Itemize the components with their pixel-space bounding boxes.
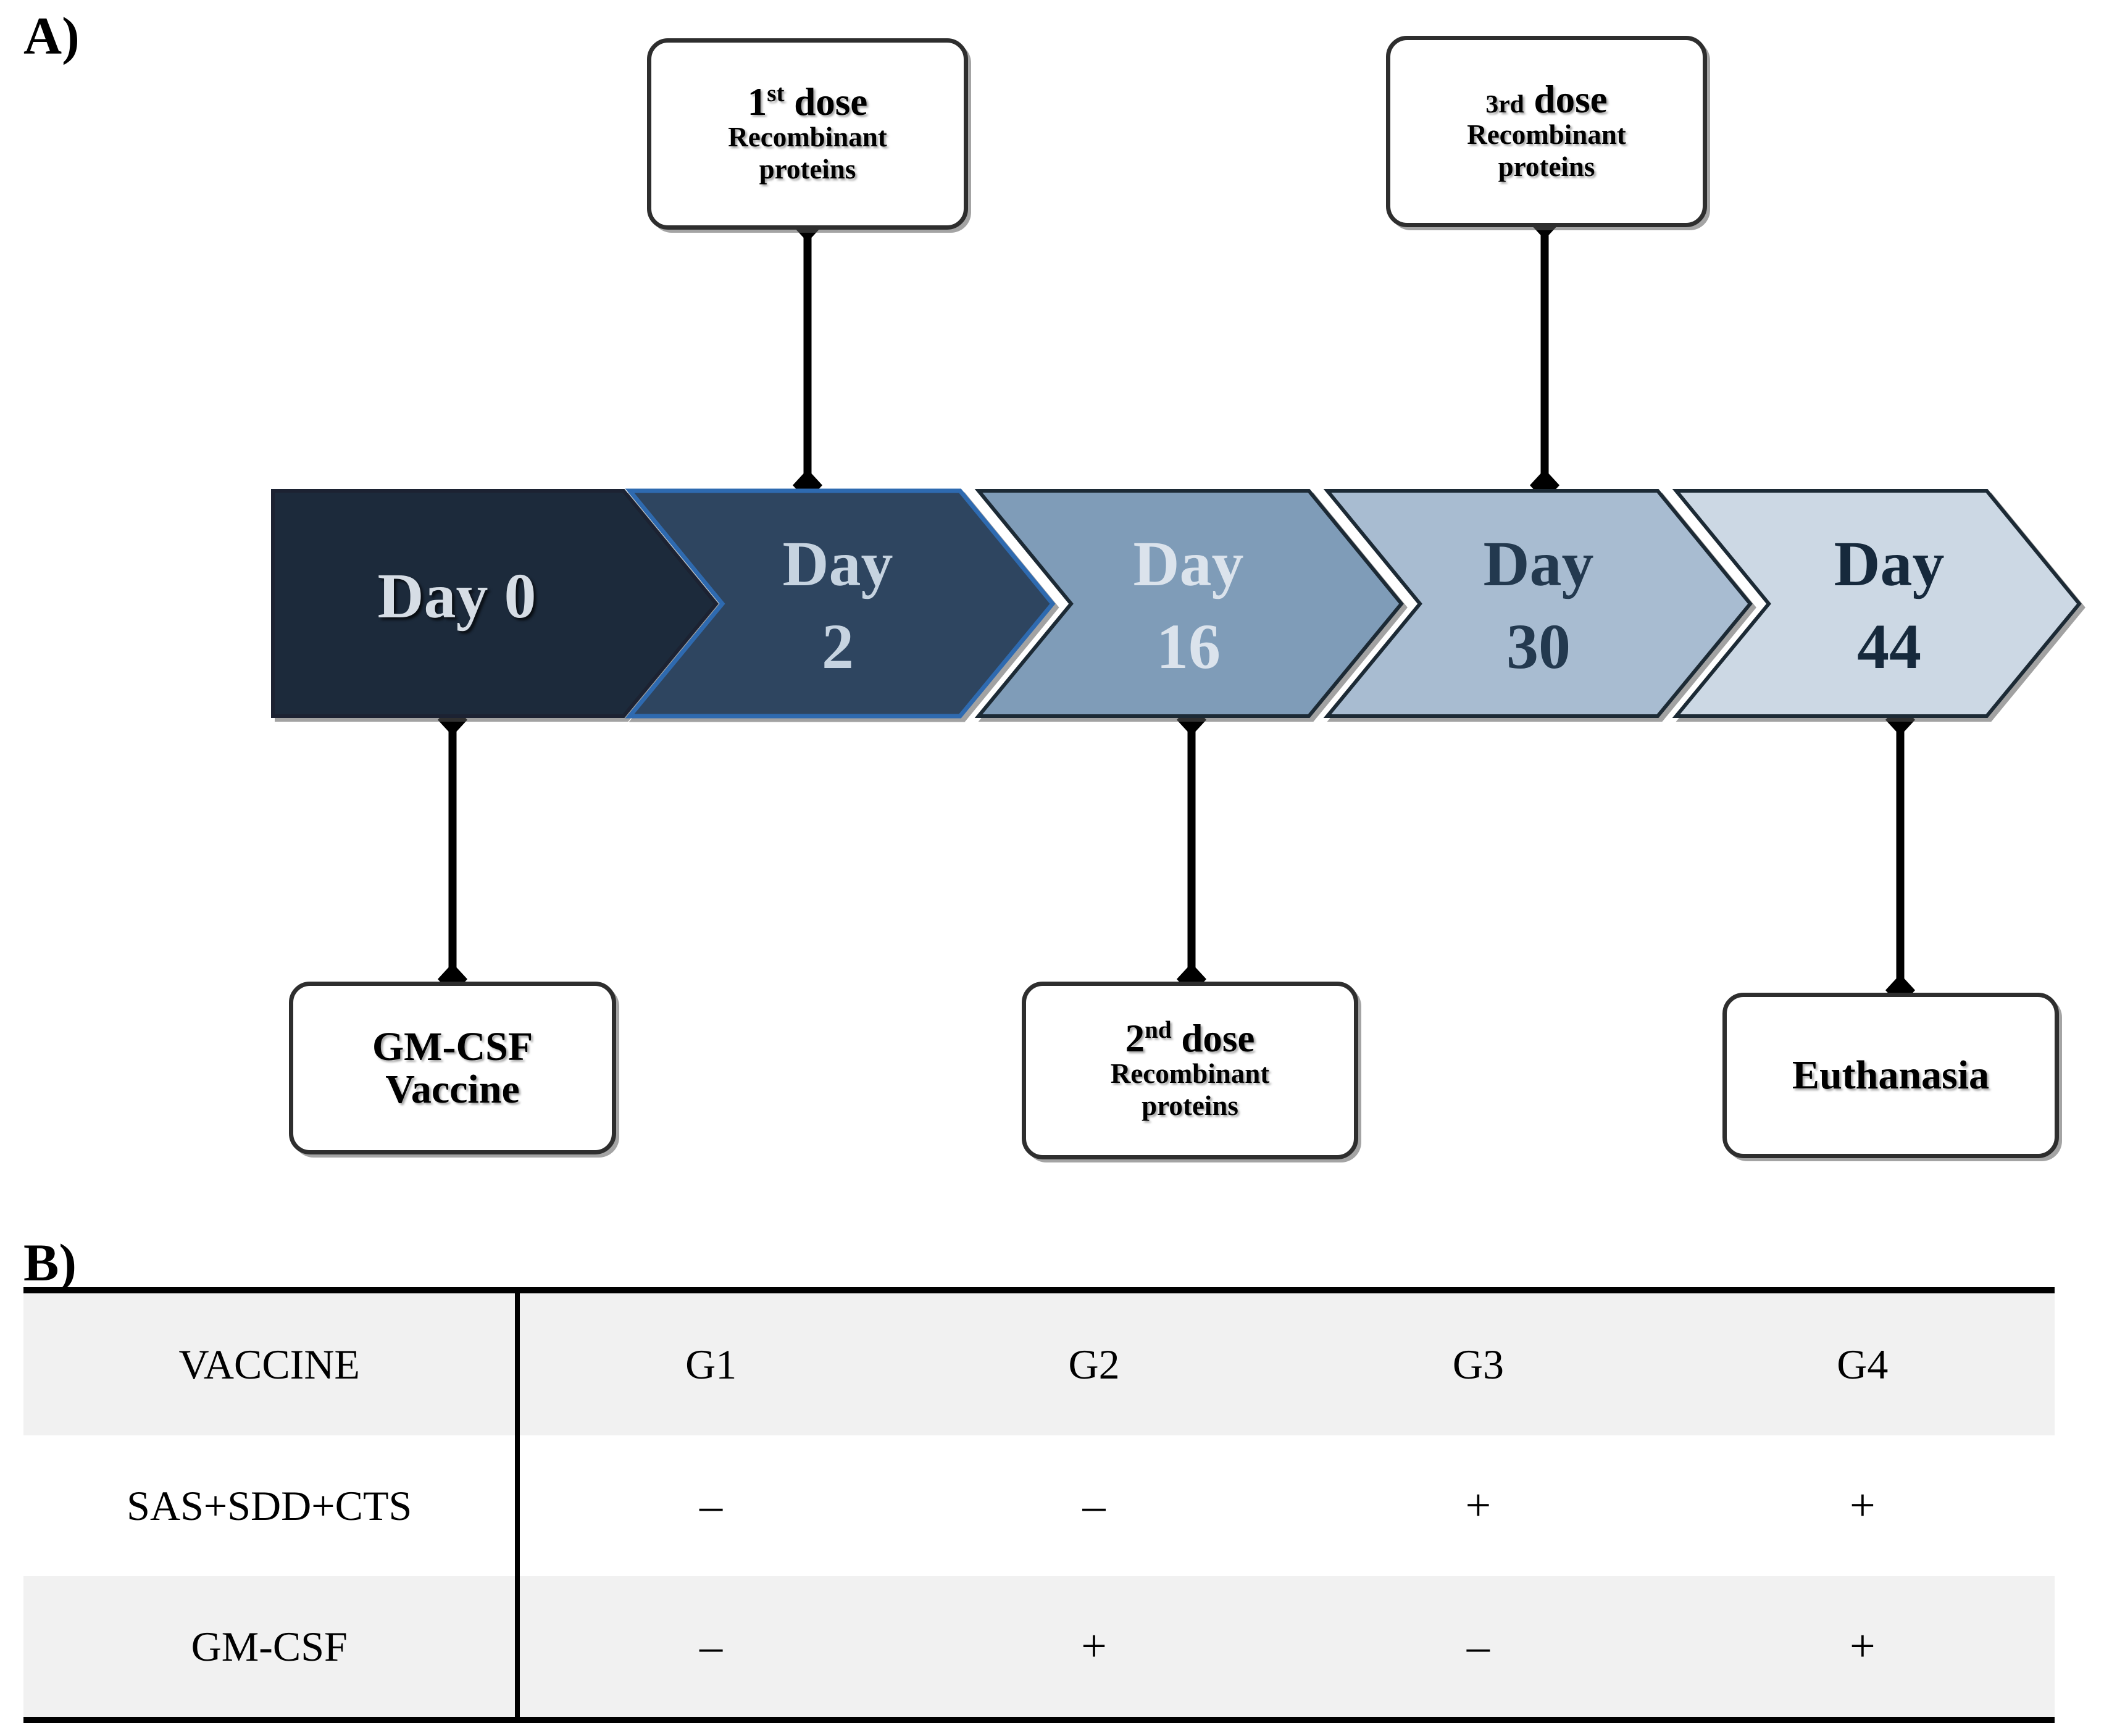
dose-3-dose-word: dose <box>1534 77 1608 121</box>
table-row-1-g3: – <box>1286 1576 1671 1723</box>
callout-dose-1-sub1: Recombinant <box>728 121 887 152</box>
table-row: SAS+SDD+CTS – – + + <box>23 1435 2055 1576</box>
timeline-step-day30-line1: Day <box>1483 528 1593 599</box>
dose-1-ordinal-number: 1 <box>747 80 767 123</box>
connector-dose2 <box>1177 704 1206 995</box>
timeline-step-day30-line2: 30 <box>1506 611 1571 682</box>
table-header-g2: G2 <box>901 1287 1287 1435</box>
connector-euthanasia <box>1885 704 1915 1006</box>
timeline-step-day2-line2: 2 <box>822 611 854 682</box>
timeline-step-day44-line1: Day <box>1834 528 1944 599</box>
callout-dose-3-title: 3rd dose <box>1485 80 1607 119</box>
timeline-step-day30[interactable] <box>1323 489 1753 718</box>
timeline-step-day16[interactable] <box>974 489 1404 718</box>
dose-1-ordinal-suffix: st <box>767 80 785 107</box>
callout-dose-3-sub2: proteins <box>1498 151 1595 182</box>
callout-dose-3-sub1: Recombinant <box>1467 119 1626 150</box>
callout-gm-csf-vaccine[interactable]: GM-CSF Vaccine <box>289 982 616 1154</box>
dose-3-ordinal-number: 3 <box>1485 89 1499 118</box>
table-row-1-g2: + <box>901 1576 1287 1723</box>
table-header-g4: G4 <box>1670 1287 2055 1435</box>
callout-euthanasia-line1: Euthanasia <box>1792 1053 1990 1098</box>
table-row-1-g1: – <box>517 1576 902 1723</box>
dose-2-dose-word: dose <box>1181 1016 1255 1060</box>
callout-vaccine-line1: GM-CSF <box>372 1024 533 1069</box>
dose-1-dose-word: dose <box>794 80 868 123</box>
table-row-0-g1: – <box>517 1435 902 1576</box>
callout-dose-1-sub2: proteins <box>759 153 856 185</box>
table-header-g1: G1 <box>517 1287 902 1435</box>
table-header-g3: G3 <box>1286 1287 1671 1435</box>
table-row-0-label: SAS+SDD+CTS <box>23 1435 520 1576</box>
callout-dose-2-sub1: Recombinant <box>1110 1058 1270 1089</box>
table-row: GM-CSF – + – + <box>23 1576 2055 1723</box>
timeline-step-day0-line1: Day 0 <box>377 561 536 632</box>
panel-b-label: B) <box>23 1233 77 1292</box>
callout-dose-2-title: 2nd dose <box>1125 1016 1255 1060</box>
dose-2-ordinal-suffix: nd <box>1145 1016 1172 1043</box>
timeline-step-day2-line1: Day <box>782 528 893 599</box>
table-row-0-g4: + <box>1670 1435 2055 1576</box>
timeline-step-day2[interactable] <box>625 488 1056 719</box>
table-row-0-g2: – <box>901 1435 1287 1576</box>
timeline-step-day0[interactable] <box>271 489 719 718</box>
table-row-1-g4: + <box>1670 1576 2055 1723</box>
dose-2-ordinal-number: 2 <box>1125 1016 1145 1060</box>
callout-dose-2-sub2: proteins <box>1142 1090 1238 1121</box>
connector-vaccine <box>438 704 467 995</box>
connector-dose1 <box>793 210 822 501</box>
callout-vaccine-line2: Vaccine <box>385 1067 520 1112</box>
vaccine-group-table: VACCINE G1 G2 G3 G4 SAS+SDD+CTS – – + + … <box>23 1287 2055 1723</box>
timeline-step-day44[interactable] <box>1672 489 2082 718</box>
callout-dose-1-title: 1st dose <box>747 80 868 123</box>
callout-euthanasia[interactable]: Euthanasia <box>1722 993 2059 1158</box>
dose-3-ordinal-suffix: rd <box>1498 89 1524 118</box>
panel-a-label: A) <box>23 6 80 65</box>
table-header-vaccine: VACCINE <box>23 1287 520 1435</box>
connector-dose3 <box>1530 207 1559 501</box>
timeline-step-day16-line2: 16 <box>1156 611 1221 682</box>
timeline-step-day44-line2: 44 <box>1857 611 1921 682</box>
callout-dose-3[interactable]: 3rd dose Recombinant proteins <box>1386 36 1707 227</box>
callout-dose-1[interactable]: 1st dose Recombinant proteins <box>647 38 968 230</box>
timeline-diagram: Day 0 Day 2 Day 16 Day 30 Day 44 <box>271 207 2082 1006</box>
table-row-0-g3: + <box>1286 1435 1671 1576</box>
table-header-row: VACCINE G1 G2 G3 G4 <box>23 1287 2055 1435</box>
callout-dose-2[interactable]: 2nd dose Recombinant proteins <box>1022 982 1358 1159</box>
timeline-step-day16-line1: Day <box>1133 528 1243 599</box>
table-row-1-label: GM-CSF <box>23 1576 520 1723</box>
